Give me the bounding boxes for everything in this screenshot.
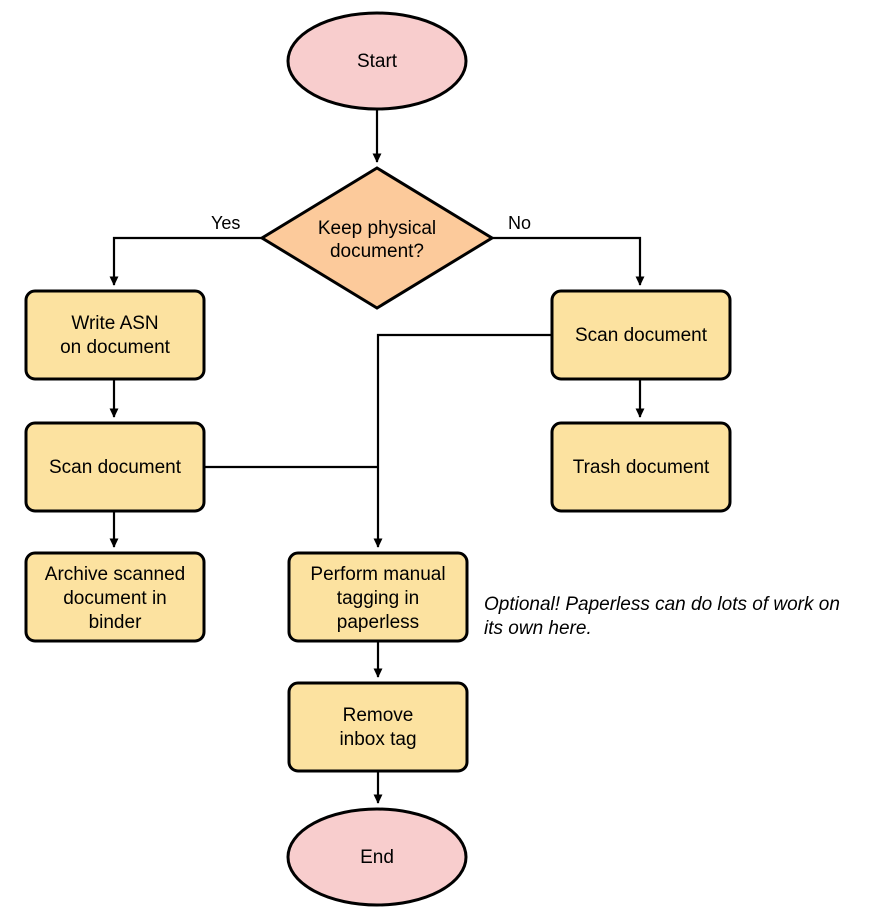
scan-document-left-label: Scan document [49, 457, 182, 478]
node-keep-physical-document[interactable]: Keep physical document? [259, 166, 495, 310]
edge-label-yes: Yes [211, 213, 240, 233]
node-remove-inbox-tag[interactable]: Remove inbox tag [287, 681, 469, 773]
trash-document-box[interactable] [550, 421, 732, 513]
edge-label-no: No [508, 213, 531, 233]
remove-inbox-box[interactable] [287, 681, 469, 773]
edge-scan-right-to-tagging [373, 333, 552, 548]
edge-decision-no [492, 236, 645, 286]
archive-label-line3: binder [89, 612, 142, 633]
remove-inbox-label-line1: Remove [343, 705, 414, 726]
remove-inbox-label-line2: inbox tag [339, 729, 416, 750]
archive-label-line2: document in [63, 588, 167, 609]
archive-label-line1: Archive scanned [45, 564, 185, 585]
write-asn-label-line2: on document [60, 337, 171, 358]
tagging-label-line2: tagging in [337, 588, 419, 609]
tagging-label-line1: Perform manual [310, 564, 445, 585]
scan-document-right-box[interactable] [550, 289, 732, 381]
edge-decision-yes [109, 236, 262, 286]
end-ellipse[interactable] [286, 807, 468, 907]
node-layer: Start Keep physical document? Write ASN … [24, 11, 732, 907]
node-perform-manual-tagging[interactable]: Perform manual tagging in paperless [287, 551, 469, 643]
node-write-asn-on-document[interactable]: Write ASN on document [24, 289, 206, 381]
decision-label-line2: document? [330, 241, 424, 262]
node-end[interactable]: End [286, 807, 468, 907]
start-label: Start [357, 51, 398, 72]
archive-box[interactable] [24, 551, 206, 643]
write-asn-label-line1: Write ASN [71, 313, 158, 334]
node-scan-document-left[interactable]: Scan document [24, 421, 206, 513]
scan-document-left-box[interactable] [24, 421, 206, 513]
decision-diamond[interactable] [259, 166, 495, 310]
edge-layer [109, 109, 645, 804]
write-asn-box[interactable] [24, 289, 206, 381]
node-scan-document-right[interactable]: Scan document [550, 289, 732, 381]
node-trash-document[interactable]: Trash document [550, 421, 732, 513]
node-archive-scanned-document[interactable]: Archive scanned document in binder [24, 551, 206, 643]
node-start[interactable]: Start [286, 11, 468, 111]
edge-label-layer: Yes No [211, 213, 531, 233]
end-label: End [360, 847, 394, 868]
tagging-label-line3: paperless [337, 612, 419, 633]
tagging-box[interactable] [287, 551, 469, 643]
trash-document-label: Trash document [573, 457, 710, 478]
optional-note-line1: Optional! Paperless can do lots of work … [484, 594, 840, 615]
start-ellipse[interactable] [286, 11, 468, 111]
annotation-layer: Optional! Paperless can do lots of work … [484, 594, 840, 639]
decision-label-line1: Keep physical [318, 218, 436, 239]
optional-note-line2: its own here. [484, 618, 592, 639]
scan-document-right-label: Scan document [575, 325, 708, 346]
